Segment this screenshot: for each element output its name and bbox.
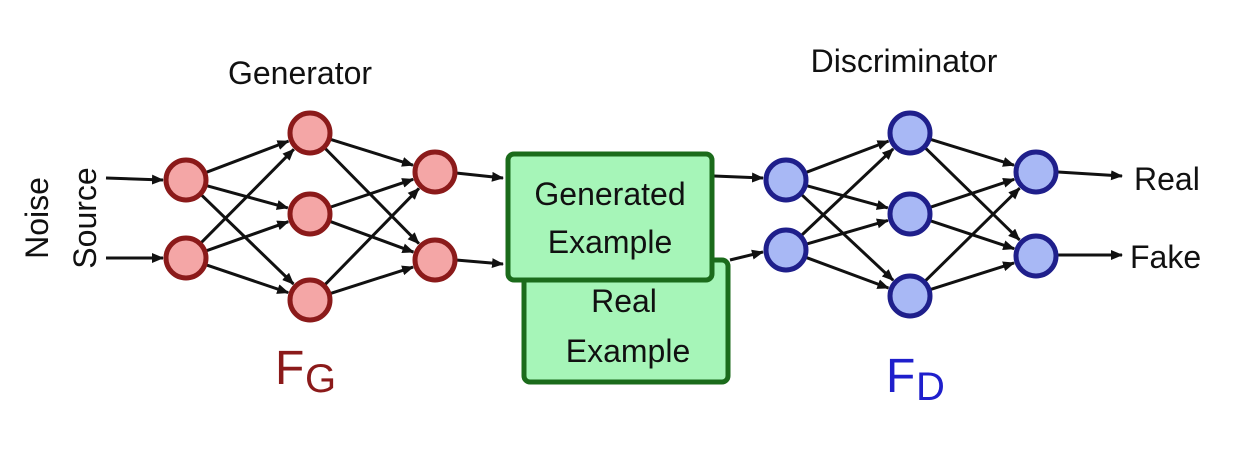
output-fake-label: Fake [1130,239,1201,275]
discriminator-edge [799,192,895,282]
discriminator-neuron [1013,149,1059,195]
generator-to-box-arrow [455,171,504,182]
discriminator-neuron [763,227,809,273]
discriminator-edge [804,255,890,290]
generator-to-box-arrow [455,258,504,269]
generator-edge [328,137,414,167]
generator-edge [204,262,290,295]
real-example-line2: Example [566,333,691,369]
generator-neuron [163,235,209,281]
generator-edge [322,146,420,245]
discriminator-neuron [887,110,933,156]
discriminator-edge [804,218,889,246]
discriminator-edge [804,183,889,210]
network-nodes [163,110,1059,323]
generator-edge [199,148,295,245]
generator-neuron [287,110,333,156]
discriminator-edge [804,139,890,175]
real-example-box: Real Example [521,257,731,385]
box-to-discriminator-arrow [729,249,764,262]
output-real-arrow [1057,170,1123,181]
generator-symbol: F [275,342,304,395]
noise-label: Noise [19,177,55,259]
generator-neuron [287,191,333,237]
box-to-discriminator-arrow [713,172,764,183]
generator-neuron [287,277,333,323]
discriminator-neuron [763,157,809,203]
discriminator-neuron [1013,233,1059,279]
discriminator-edge [928,137,1015,167]
generator-edge [199,192,295,286]
generator-neuron [163,157,209,203]
discriminator-edge [923,187,1021,284]
generated-example-box: Generated Example [505,151,715,283]
discriminator-title: Discriminator [811,43,998,79]
generator-edge [204,139,290,175]
discriminator-edge [928,177,1016,210]
generator-neuron [412,237,458,283]
source-label: Source [67,167,103,268]
generator-edge [204,220,290,253]
network-connections [105,137,1123,296]
generated-example-line2: Example [548,224,673,260]
generator-edge [322,187,421,287]
discriminator-symbol: F [886,350,915,403]
generator-neuron [412,149,458,195]
noise-input-arrow [105,174,164,185]
discriminator-edge [799,147,895,238]
discriminator-edge [928,261,1016,292]
generated-example-line1: Generated [534,176,685,212]
generator-edge [328,177,415,210]
generator-symbol-subscript: G [305,357,336,401]
discriminator-symbol-subscript: D [916,365,945,409]
generator-title: Generator [228,55,372,91]
discriminator-neuron [887,273,933,319]
discriminator-neuron [887,191,933,237]
real-example-line1: Real [591,283,657,319]
output-real-label: Real [1134,161,1200,197]
generator-edge [328,265,415,296]
